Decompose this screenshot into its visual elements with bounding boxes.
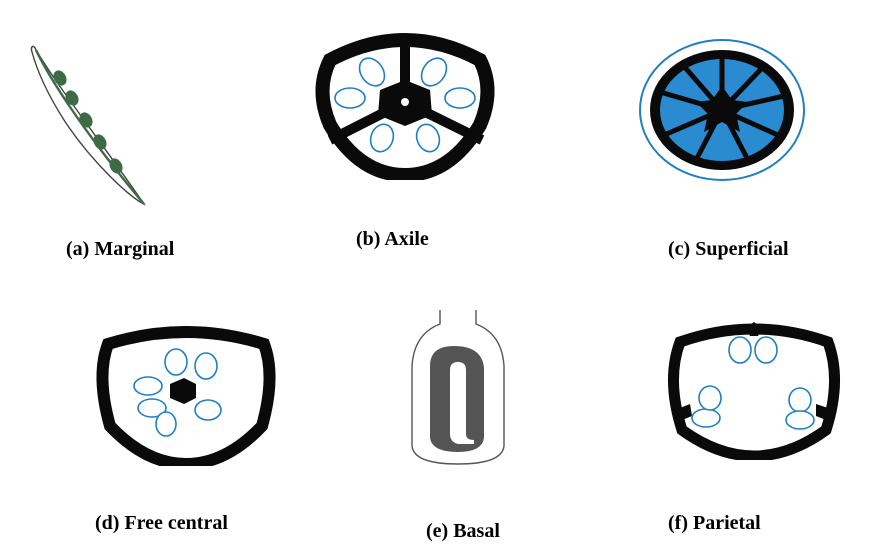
caption-free-central: (d) Free central — [95, 512, 228, 534]
caption-parietal: (f) Parietal — [668, 512, 761, 534]
marginal-placentation-figure — [30, 45, 146, 206]
parietal-placentation-figure — [668, 322, 840, 460]
caption-basal: (e) Basal — [426, 520, 500, 542]
basal-placentation-figure — [411, 310, 505, 465]
caption-marginal: (a) Marginal — [66, 238, 175, 260]
superficial-placentation-figure — [639, 39, 805, 181]
axile-placentation-figure — [315, 33, 495, 180]
free-central-placentation-figure — [96, 326, 276, 466]
caption-axile: (b) Axile — [356, 228, 429, 250]
caption-superficial: (c) Superficial — [668, 238, 789, 260]
